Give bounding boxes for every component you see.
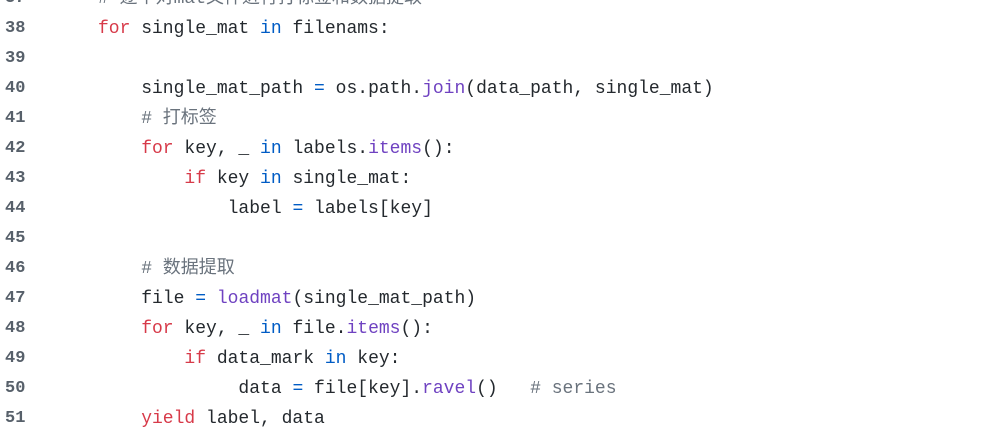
code-token: # 打标签 bbox=[98, 109, 217, 129]
code-token: ravel bbox=[422, 379, 477, 399]
code-token: (data_path, single_mat) bbox=[465, 79, 714, 99]
code-token: for bbox=[98, 319, 174, 339]
code-text: for single_mat in filenams: bbox=[98, 14, 390, 44]
code-line: 39 bbox=[0, 44, 982, 74]
line-number: 46 bbox=[5, 259, 26, 278]
code-token: # 数据提取 bbox=[98, 259, 235, 279]
code-token: for bbox=[98, 19, 131, 39]
code-token: = bbox=[292, 199, 304, 219]
code-line: 44 label = labels[key] bbox=[0, 194, 982, 224]
code-token: file. bbox=[281, 319, 347, 339]
code-line: 46 # 数据提取 bbox=[0, 254, 982, 284]
code-token: in bbox=[260, 169, 282, 189]
code-line: 51 yield label, data bbox=[0, 404, 982, 434]
code-text: if key in single_mat: bbox=[98, 164, 411, 194]
code-token: filenams: bbox=[281, 19, 390, 39]
code-token: file[key]. bbox=[303, 379, 423, 399]
line-number: 47 bbox=[5, 289, 26, 308]
code-text: # 逐个对mat文件进行打标签和数据提取 bbox=[98, 0, 422, 14]
code-token: yield bbox=[98, 409, 196, 429]
code-line: 47 file = loadmat(single_mat_path) bbox=[0, 284, 982, 314]
code-token: loadmat bbox=[216, 289, 293, 309]
code-token: single_mat_path bbox=[98, 79, 315, 99]
code-token: items bbox=[346, 319, 401, 339]
line-number: 45 bbox=[5, 229, 26, 248]
code-token: key bbox=[206, 169, 261, 189]
code-token: single_mat bbox=[130, 19, 261, 39]
line-number: 43 bbox=[5, 169, 26, 188]
code-token: file bbox=[98, 289, 196, 309]
code-token: labels[key] bbox=[303, 199, 433, 219]
code-token: data_mark bbox=[206, 349, 325, 369]
code-line: 40 single_mat_path = os.path.join(data_p… bbox=[0, 74, 982, 104]
code-line: 37 # 逐个对mat文件进行打标签和数据提取 bbox=[0, 0, 982, 14]
code-token bbox=[206, 289, 217, 309]
code-line: 48 for key, _ in file.items(): bbox=[0, 314, 982, 344]
code-line: 41 # 打标签 bbox=[0, 104, 982, 134]
code-token: # series bbox=[530, 379, 617, 399]
code-token: label bbox=[98, 199, 293, 219]
code-token: in bbox=[260, 19, 282, 39]
code-token: if bbox=[98, 169, 207, 189]
code-token: in bbox=[324, 349, 347, 369]
code-text: # 数据提取 bbox=[98, 254, 235, 284]
code-token: = bbox=[292, 379, 304, 399]
code-text: data = file[key].ravel() # series bbox=[98, 374, 617, 404]
code-line: 42 for key, _ in labels.items(): bbox=[0, 134, 982, 164]
code-token: in bbox=[260, 139, 282, 159]
code-token: = bbox=[314, 79, 325, 99]
code-line: 38 for single_mat in filenams: bbox=[0, 14, 982, 44]
code-token: in bbox=[260, 319, 282, 339]
code-line: 43 if key in single_mat: bbox=[0, 164, 982, 194]
code-text: for key, _ in file.items(): bbox=[98, 314, 433, 344]
code-token: data bbox=[98, 379, 293, 399]
code-token: (): bbox=[422, 139, 455, 159]
code-text: # 打标签 bbox=[98, 104, 217, 134]
line-number: 48 bbox=[5, 319, 26, 338]
line-number: 51 bbox=[5, 409, 26, 428]
code-token: single_mat: bbox=[281, 169, 412, 189]
code-token: key, _ bbox=[173, 139, 261, 159]
code-token: key: bbox=[346, 349, 401, 369]
code-line: 49 if data_mark in key: bbox=[0, 344, 982, 374]
code-token: # 逐个对mat文件进行打标签和数据提取 bbox=[98, 0, 422, 9]
line-number: 49 bbox=[5, 349, 26, 368]
line-number: 41 bbox=[5, 109, 26, 128]
line-number: 42 bbox=[5, 139, 26, 158]
line-number: 38 bbox=[5, 19, 26, 38]
code-text: file = loadmat(single_mat_path) bbox=[98, 284, 476, 314]
code-token: join bbox=[422, 79, 466, 99]
code-text: for key, _ in labels.items(): bbox=[98, 134, 455, 164]
code-token: key, _ bbox=[173, 319, 261, 339]
code-text: if data_mark in key: bbox=[98, 344, 400, 374]
code-token: if bbox=[98, 349, 207, 369]
line-number: 44 bbox=[5, 199, 26, 218]
code-token: label, data bbox=[195, 409, 325, 429]
code-token: () bbox=[476, 379, 531, 399]
code-token: (single_mat_path) bbox=[292, 289, 477, 309]
code-text: label = labels[key] bbox=[98, 194, 433, 224]
line-number: 37 bbox=[5, 0, 25, 14]
code-text: single_mat_path = os.path.join(data_path… bbox=[98, 74, 714, 104]
code-token: for bbox=[98, 139, 174, 159]
code-text: yield label, data bbox=[98, 404, 325, 434]
code-token: (): bbox=[400, 319, 433, 339]
code-token: = bbox=[195, 289, 207, 309]
code-token: items bbox=[368, 139, 423, 159]
code-token: os.path. bbox=[324, 79, 423, 99]
code-line: 45 bbox=[0, 224, 982, 254]
code-line: 50 data = file[key].ravel() # series bbox=[0, 374, 982, 404]
line-number: 50 bbox=[5, 379, 26, 398]
line-number: 40 bbox=[5, 79, 26, 98]
line-number: 39 bbox=[5, 49, 26, 68]
code-token: labels. bbox=[281, 139, 369, 159]
